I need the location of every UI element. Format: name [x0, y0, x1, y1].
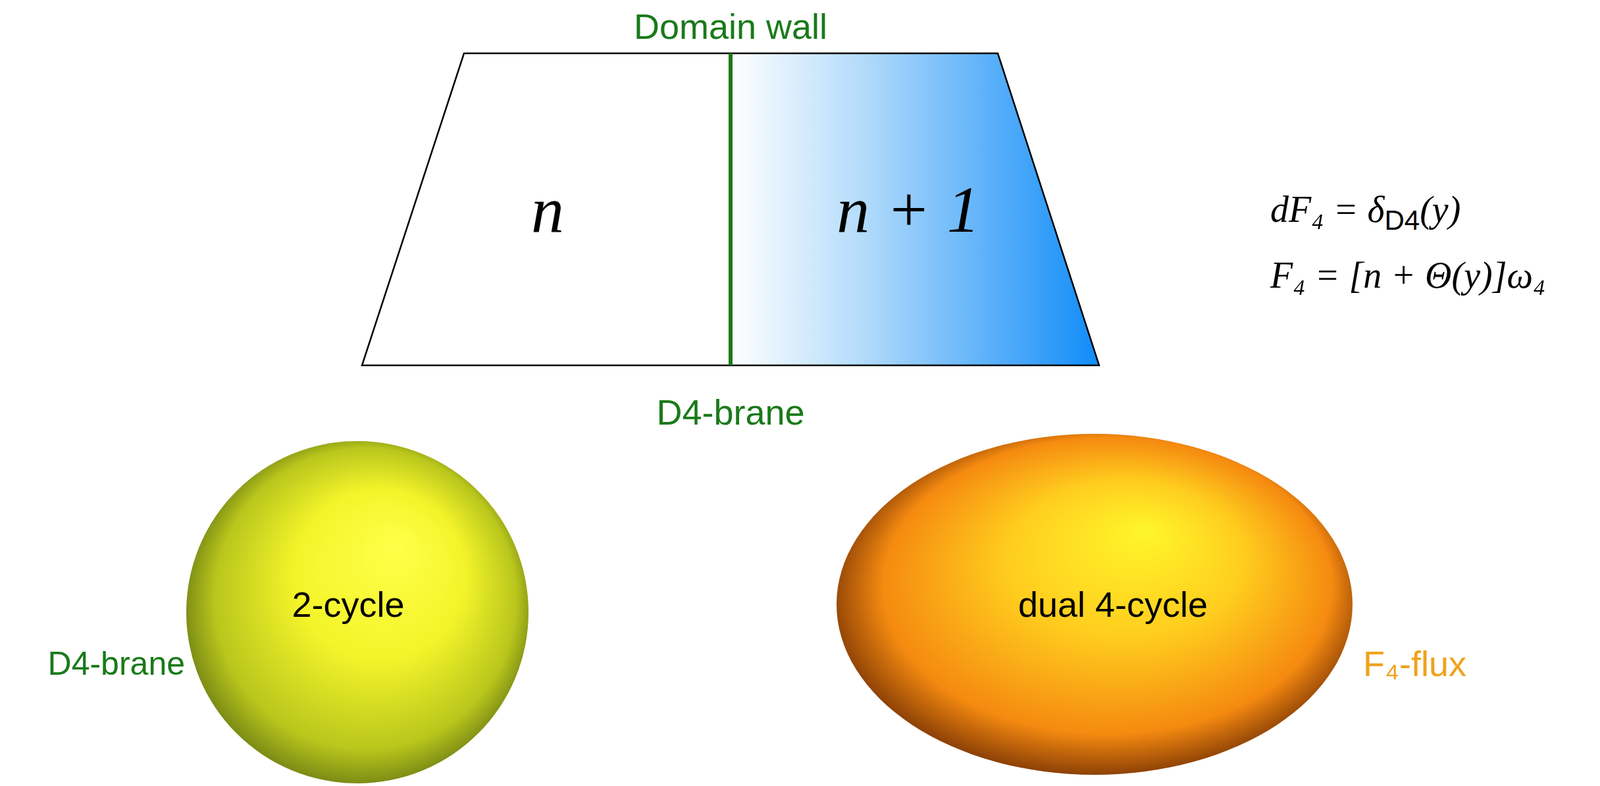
equation-subscript: D4: [1384, 204, 1421, 236]
flux-label: F₄-flux: [1363, 643, 1467, 684]
equation: dF₄ = δD4(y): [1270, 190, 1461, 228]
ellipsoid-node: dual 4-cycleF₄-flux: [836, 433, 1353, 775]
region-right: [730, 53, 1100, 366]
sphere: [186, 440, 529, 784]
wall-label: Domain wall: [633, 5, 828, 47]
region-label: n + 1: [836, 171, 980, 248]
region-n-plus-1: n + 1: [822, 169, 994, 249]
region-n: n: [494, 169, 601, 249]
equation-part: F₄ = [n + Θ(y)]ω₄: [1270, 254, 1546, 296]
ellipsoid: [836, 433, 1353, 775]
domain-wall-line: [728, 53, 733, 366]
cycle-label: dual 4-cycle: [1018, 583, 1208, 625]
brane-label: D4-brane: [48, 644, 185, 683]
equation-part: dF₄ = δ: [1270, 188, 1385, 230]
equation-part: (y): [1419, 188, 1461, 230]
cycle-label: 2-cycle: [291, 583, 405, 625]
trapezoid-outline: [361, 53, 1100, 366]
equation: F₄ = [n + Θ(y)]ω₄: [1270, 256, 1546, 294]
region-left: [361, 53, 731, 366]
brane-label: D4-brane: [656, 391, 805, 433]
region-label: n: [531, 171, 565, 248]
sphere-node: 2-cycleD4-brane: [186, 440, 529, 784]
